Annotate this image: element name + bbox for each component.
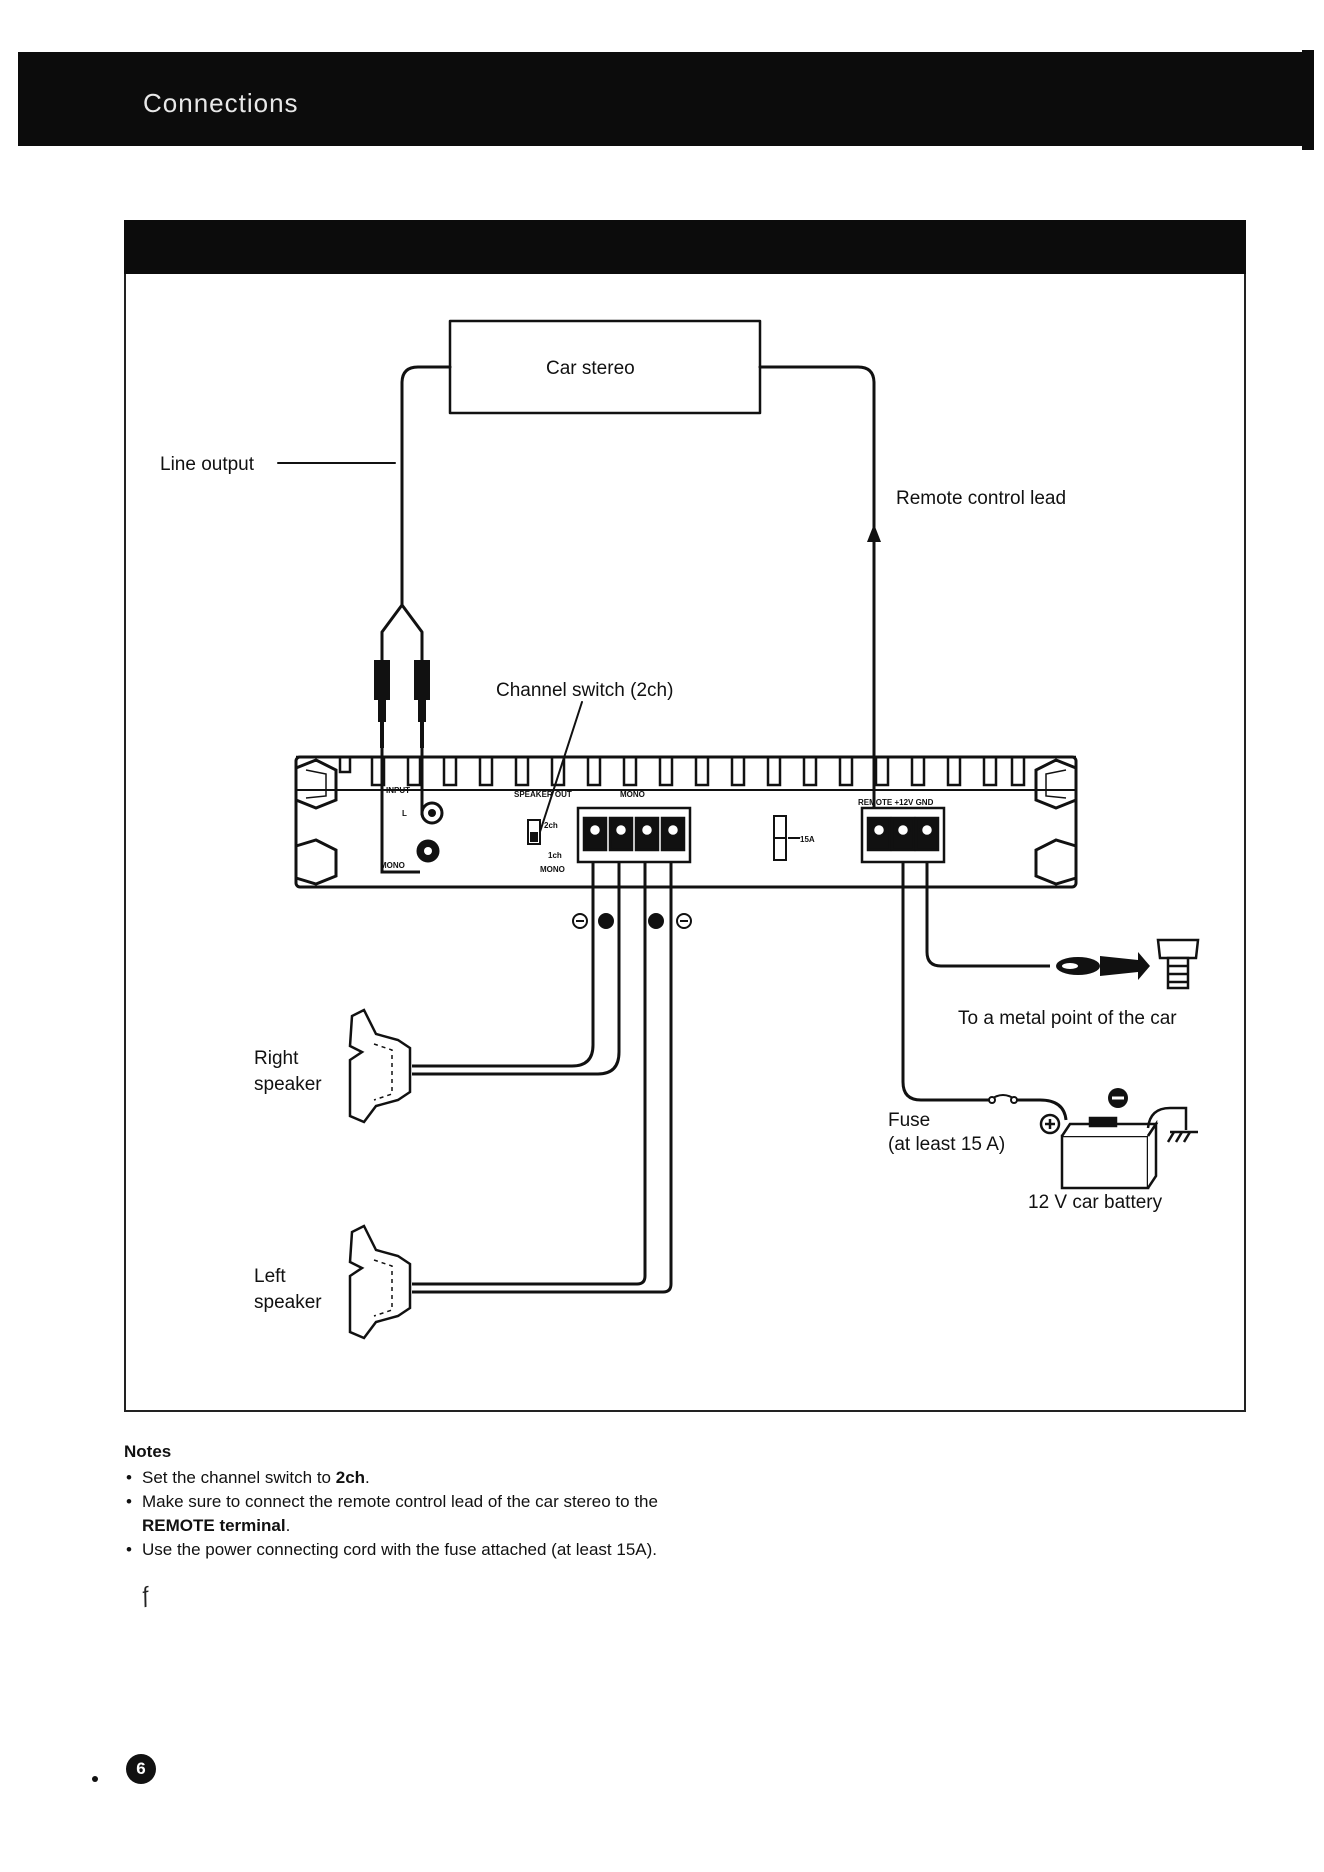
left-speaker	[348, 1224, 412, 1340]
amp-power-label: REMOTE +12V GND	[858, 798, 934, 807]
note-emphasis: 2ch	[335, 1468, 366, 1487]
right-speaker-label-2: speaker	[254, 1074, 322, 1095]
amplifier-heatsink	[296, 755, 1076, 787]
line-output-label: Line output	[160, 454, 255, 475]
rca-plugs	[374, 660, 430, 748]
right-speaker-label-1: Right	[254, 1048, 299, 1069]
amp-speaker-out-label: SPEAKER OUT	[514, 790, 572, 799]
channel-switch	[527, 819, 541, 845]
note-text: Make sure to connect the remote control …	[142, 1492, 658, 1511]
right-speaker-wire-b	[412, 862, 621, 1076]
section-header: Connections	[18, 50, 1314, 150]
left-speaker-label-1: Left	[254, 1266, 286, 1287]
channel-switch-leader	[537, 701, 583, 839]
wiring-diagram: INPUT L MONO SPEAKER OUT MONO 2ch 1ch MO…	[160, 319, 1200, 1340]
amp-input-label: INPUT	[386, 786, 410, 795]
input-jacks	[416, 801, 444, 863]
note-text-end: .	[365, 1468, 370, 1487]
note-text: Use the power connecting cord with the f…	[142, 1540, 658, 1559]
note-item: Make sure to connect the remote control …	[126, 1490, 684, 1538]
note-text: Set the channel switch to	[142, 1468, 336, 1487]
remote-control-lead	[758, 365, 876, 854]
battery-label: 12 V car battery	[1028, 1192, 1163, 1213]
left-speaker-wire-b	[412, 862, 673, 1294]
amplifier-body	[294, 755, 1078, 889]
notes-title: Notes	[124, 1442, 172, 1461]
inline-fuse	[988, 1094, 1018, 1104]
amp-fuse-holder	[773, 815, 800, 861]
left-speaker-label-2: speaker	[254, 1292, 322, 1313]
fuse-label-2: (at least 15 A)	[888, 1134, 1005, 1155]
metal-point-label: To a metal point of the car	[958, 1008, 1177, 1029]
notes-list: Set the channel switch to 2ch. Make sure…	[124, 1466, 684, 1562]
right-speaker-wire-a	[412, 862, 595, 1068]
plus-icon	[1039, 1113, 1061, 1135]
battery-ground	[1146, 1106, 1198, 1143]
diagram-title-bar	[124, 220, 1246, 274]
line-output-cable-branch	[400, 603, 424, 670]
rca-lead-left	[380, 748, 420, 874]
ground-lead	[925, 862, 1050, 968]
page-title: Connections	[143, 88, 299, 118]
car-battery	[1060, 1116, 1159, 1190]
power-lead-to-battery	[1016, 1098, 1068, 1121]
page-number: 6	[126, 1754, 156, 1784]
left-speaker-wire-a	[412, 862, 647, 1286]
pen-mark: ƒ	[137, 1581, 155, 1609]
ground-terminal	[1056, 952, 1150, 980]
note-item: Use the power connecting cord with the f…	[126, 1538, 684, 1562]
line-output-cable	[380, 365, 452, 670]
fuse-label-1: Fuse	[888, 1110, 930, 1131]
remote-control-lead-label: Remote control lead	[896, 488, 1066, 509]
note-emphasis: REMOTE terminal	[142, 1516, 286, 1535]
amp-l-label: L	[402, 809, 407, 818]
amp-mono-mid-label: MONO	[620, 790, 645, 799]
remote-lead-arrow	[867, 524, 881, 542]
amp-2ch-label: 2ch	[544, 821, 558, 830]
minus-icon	[1108, 1088, 1128, 1108]
metal-bolt	[1156, 938, 1200, 990]
channel-switch-label: Channel switch (2ch)	[496, 680, 673, 701]
amp-mono-label: MONO	[380, 861, 405, 870]
note-item: Set the channel switch to 2ch.	[126, 1466, 684, 1490]
power-wires	[901, 862, 1068, 1121]
amp-fuse-rating-label: 15A	[800, 835, 815, 844]
car-stereo-label: Car stereo	[546, 358, 635, 379]
speaker-terminal-block	[576, 806, 692, 864]
amp-sw-mono-label: MONO	[540, 865, 565, 874]
page-dot	[92, 1776, 98, 1782]
power-terminal-block	[860, 806, 946, 864]
power-lead	[901, 862, 990, 1102]
header-edge-tab	[1302, 50, 1314, 150]
note-text-end: .	[285, 1516, 291, 1535]
diagram-frame	[124, 220, 1246, 1412]
notes-section: Notes Set the channel switch to 2ch. Mak…	[124, 1440, 684, 1562]
polarity-markers	[572, 913, 692, 929]
speaker-wires	[412, 862, 673, 1294]
amp-1ch-label: 1ch	[548, 851, 562, 860]
right-speaker	[348, 1008, 412, 1124]
